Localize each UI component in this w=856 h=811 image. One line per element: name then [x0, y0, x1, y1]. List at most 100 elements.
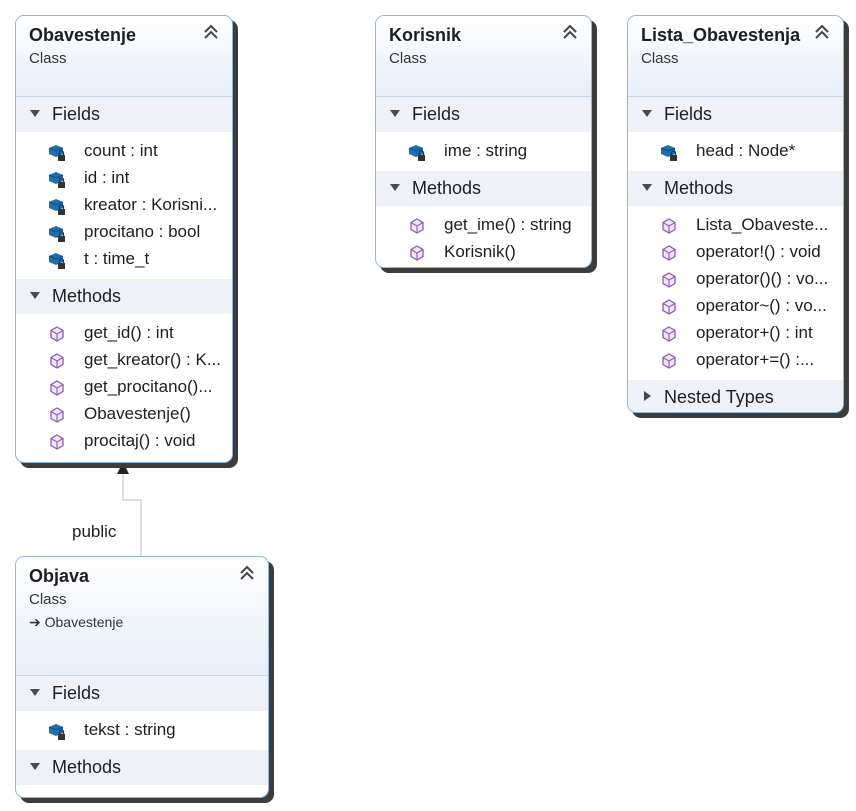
method-label: operator+=() :...	[696, 350, 815, 369]
class-header: Lista_Obavestenja Class	[628, 16, 843, 97]
field-row[interactable]: t : time_t	[16, 246, 232, 273]
method-label: Lista_Obaveste...	[696, 215, 829, 234]
field-label: head : Node*	[696, 141, 796, 160]
method-icon	[46, 377, 68, 399]
method-row[interactable]: operator()() : vo...	[628, 266, 843, 293]
fields-list: tekst : string	[16, 711, 268, 750]
relation-label: public	[72, 522, 117, 541]
field-row[interactable]: procitano : bool	[16, 219, 232, 246]
field-icon	[46, 141, 68, 163]
method-row[interactable]: operator~() : vo...	[628, 293, 843, 320]
class-header: Korisnik Class	[376, 16, 591, 97]
method-icon	[658, 350, 680, 372]
field-icon	[46, 720, 68, 742]
method-label: operator()() : vo...	[696, 269, 829, 288]
method-label: Objava() (+ 1 overlo...	[84, 794, 249, 797]
method-icon	[46, 431, 68, 453]
fields-list: head : Node*	[628, 132, 843, 171]
field-row[interactable]: tekst : string	[16, 717, 268, 744]
method-icon	[658, 215, 680, 237]
fields-section-header[interactable]: Fields	[16, 676, 268, 711]
fields-section-header[interactable]: Fields	[376, 97, 591, 132]
field-icon	[658, 141, 680, 163]
methods-list: Lista_Obaveste... operator!() : void opera…	[628, 206, 843, 380]
collapsed-triangle-icon	[644, 391, 651, 401]
field-label: kreator : Korisni...	[84, 195, 218, 214]
expand-triangle-icon	[30, 689, 40, 696]
method-icon	[46, 350, 68, 372]
method-row[interactable]: Korisnik()	[376, 239, 591, 266]
class-name: Obavestenje	[29, 25, 137, 45]
fields-section-header[interactable]: Fields	[16, 97, 232, 132]
methods-section-header[interactable]: Methods	[376, 171, 591, 206]
field-icon	[46, 195, 68, 217]
expand-triangle-icon	[390, 110, 400, 117]
method-label: get_procitano()...	[84, 377, 213, 396]
method-row[interactable]: get_ime() : string	[376, 212, 591, 239]
class-name: Lista_Obavestenja	[641, 25, 801, 45]
class-name: Korisnik	[389, 25, 462, 45]
field-label: count : int	[84, 141, 158, 160]
collapse-chevron-icon[interactable]	[202, 23, 220, 41]
method-row[interactable]: Obavestenje()	[16, 401, 232, 428]
method-row[interactable]: get_id() : int	[16, 320, 232, 347]
method-row[interactable]: procitaj() : void	[16, 428, 232, 455]
expand-triangle-icon	[30, 292, 40, 299]
method-label: operator+() : int	[696, 323, 813, 342]
methods-section-header[interactable]: Methods	[16, 279, 232, 314]
field-label: ime : string	[444, 141, 528, 160]
method-label: procitaj() : void	[84, 431, 196, 450]
method-row[interactable]: operator!() : void	[628, 239, 843, 266]
class-stereotype: Class	[389, 50, 427, 67]
field-icon	[46, 222, 68, 244]
method-row[interactable]: get_procitano()...	[16, 374, 232, 401]
nested-types-section-header[interactable]: Nested Types	[628, 380, 843, 412]
methods-section-header[interactable]: Methods	[628, 171, 843, 206]
field-label: tekst : string	[84, 720, 176, 739]
method-row[interactable]: Objava() (+ 1 overlo...	[16, 791, 268, 797]
field-row[interactable]: id : int	[16, 165, 232, 192]
fields-section-header[interactable]: Fields	[628, 97, 843, 132]
method-row[interactable]: Lista_Obaveste...	[628, 212, 843, 239]
field-icon	[406, 141, 428, 163]
base-class: ➔ Obavestenje	[29, 614, 124, 630]
method-label: Obavestenje()	[84, 404, 191, 423]
method-icon	[406, 242, 428, 264]
methods-list: Objava() (+ 1 overlo...	[16, 785, 268, 797]
method-row[interactable]: operator+() : int	[628, 320, 843, 347]
class-korisnik[interactable]: Korisnik Class Fields ime : string Metho…	[375, 15, 592, 268]
field-row[interactable]: ime : string	[376, 138, 591, 165]
class-name: Objava	[29, 566, 90, 586]
class-header: Objava Class ➔ Obavestenje	[16, 557, 268, 676]
method-icon	[658, 269, 680, 291]
field-label: procitano : bool	[84, 222, 201, 241]
fields-list: count : int id : int kreator : Korisni... p…	[16, 132, 232, 279]
field-row[interactable]: count : int	[16, 138, 232, 165]
field-label: id : int	[84, 168, 130, 187]
method-label: get_ime() : string	[444, 215, 572, 234]
field-icon	[46, 249, 68, 271]
method-label: operator!() : void	[696, 242, 821, 261]
field-row[interactable]: kreator : Korisni...	[16, 192, 232, 219]
method-row[interactable]: operator+=() :...	[628, 347, 843, 374]
method-icon	[658, 296, 680, 318]
expand-triangle-icon	[390, 184, 400, 191]
class-obavestenje[interactable]: Obavestenje Class Fields count : int id :…	[15, 15, 233, 463]
field-row[interactable]: head : Node*	[628, 138, 843, 165]
fields-list: ime : string	[376, 132, 591, 171]
expand-triangle-icon	[30, 110, 40, 117]
expand-triangle-icon	[642, 184, 652, 191]
methods-section-header[interactable]: Methods	[16, 750, 268, 785]
class-header: Obavestenje Class	[16, 16, 232, 97]
method-icon	[658, 323, 680, 345]
class-lista-obavestenja[interactable]: Lista_Obavestenja Class Fields head : No…	[627, 15, 844, 413]
class-stereotype: Class	[641, 50, 679, 67]
class-stereotype: Class	[29, 591, 67, 608]
method-row[interactable]: get_kreator() : K...	[16, 347, 232, 374]
collapse-chevron-icon[interactable]	[238, 564, 256, 582]
class-objava[interactable]: Objava Class ➔ Obavestenje Fields tekst …	[15, 556, 269, 798]
collapse-chevron-icon[interactable]	[561, 23, 579, 41]
collapse-chevron-icon[interactable]	[813, 23, 831, 41]
